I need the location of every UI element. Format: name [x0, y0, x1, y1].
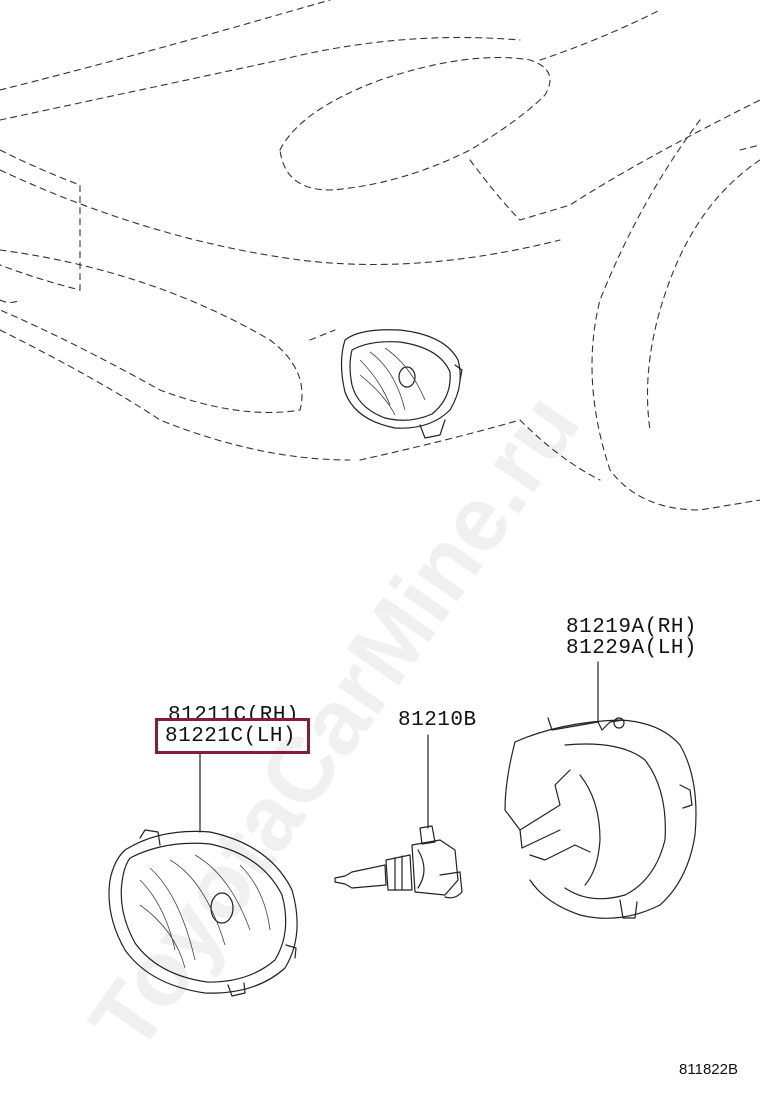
vehicle-outline [0, 0, 760, 511]
callout-lamp-lh-highlight [155, 718, 310, 754]
callout-cover-lh[interactable]: 81229A(LH) [566, 637, 698, 660]
bulb-part [334, 825, 463, 899]
callout-lamp-lh[interactable]: 81221C(LH) [165, 725, 297, 748]
callout-bulb[interactable]: 81210B [398, 709, 477, 732]
diagram-reference-code: 811822B [679, 1061, 738, 1078]
cover-bracket [504, 717, 697, 919]
callout-cover-rh[interactable]: 81219A(RH) [566, 616, 698, 639]
installed-fog-lamp [340, 329, 463, 439]
fog-lamp-assembly [108, 829, 298, 997]
callout-lamp-rh: 81211C(RH) [168, 704, 300, 727]
leader-lines [199, 661, 599, 833]
